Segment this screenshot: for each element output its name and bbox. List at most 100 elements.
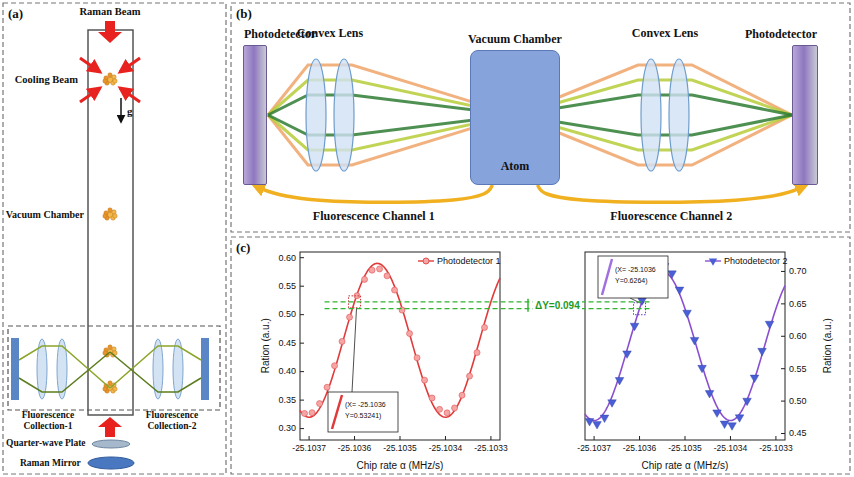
part-label: Vacuum Chamber <box>468 32 562 47</box>
line-chart-part <box>781 303 785 304</box>
inset-label: Y=0.53241) <box>345 412 381 420</box>
part-label: Convex Lens <box>297 26 363 41</box>
fluorescence-collection-box-part-part <box>110 352 201 392</box>
inset-label: (X= -25.1036 <box>345 401 386 409</box>
axis-title: Ration (a.u.) <box>260 318 272 373</box>
line-chart-part <box>399 307 405 313</box>
line-chart-part <box>585 252 785 440</box>
tick-label: 0.45 <box>789 428 807 438</box>
atom-cloud-part <box>112 75 116 79</box>
line-chart-part <box>482 324 488 330</box>
atom-cloud-part <box>103 79 107 83</box>
photodetector: Photodetector <box>243 45 267 185</box>
zoom-inset-part <box>328 392 398 432</box>
atom-cloud-part <box>113 79 117 83</box>
quarter-wave-plate-part <box>92 440 130 448</box>
line-chart-part <box>414 355 420 361</box>
zoom-inset-part <box>602 259 612 295</box>
tick-label: -25.1036 <box>338 444 372 454</box>
line-chart-part <box>781 401 785 402</box>
tick-label: 0.40 <box>278 366 296 376</box>
beam-label: Raman Beam <box>80 6 141 18</box>
tick-label: -25.1034 <box>714 444 748 454</box>
line-chart-part <box>445 436 446 440</box>
line-chart-part <box>369 267 375 273</box>
legend-symbol <box>709 259 717 266</box>
line-chart-part <box>685 436 686 440</box>
tick-label: -25.1037 <box>292 444 326 454</box>
line-chart-part <box>600 415 609 422</box>
line-chart-part <box>730 436 731 440</box>
fluorescence-collection-box-part-part <box>19 352 110 392</box>
panel-frames-part <box>231 3 850 232</box>
raman-beam-arrow-part <box>98 417 122 427</box>
line-chart-part <box>459 392 465 398</box>
beam-label: Cooling Beam <box>15 74 78 86</box>
tick-label: -25.1033 <box>474 444 508 454</box>
line-chart-part <box>467 373 473 379</box>
legend-marker <box>418 256 434 266</box>
tick-label: 0.30 <box>278 423 296 433</box>
line-chart <box>585 252 785 440</box>
channel-label: Fluorescence Channel 1 <box>313 210 435 224</box>
line-chart-part <box>765 321 774 328</box>
legend-label: Photodetector 2 <box>724 256 788 266</box>
part-label: Fluorescence Collection-2 <box>135 410 209 432</box>
legend-label: Photodetector 1 <box>437 256 501 266</box>
legend-marker <box>705 256 721 266</box>
difference-guide-part <box>325 308 650 309</box>
convex-lens-shapes-part <box>306 59 326 171</box>
tick-label: 0.45 <box>278 338 296 348</box>
chart-area <box>300 252 785 440</box>
fluorescence-collection-box-part-part <box>110 346 201 388</box>
line-chart-part <box>775 436 776 440</box>
cooling-beams <box>80 58 140 102</box>
zoom-inset <box>328 256 668 432</box>
line-chart-part <box>781 368 785 369</box>
difference-guide-part <box>527 299 529 312</box>
fluorescence-collection-box <box>8 326 220 410</box>
tick-label: -25.1033 <box>759 444 793 454</box>
line-chart-part <box>300 371 304 372</box>
legend-item: Photodetector 2 <box>705 256 788 266</box>
line-chart-part <box>735 415 744 422</box>
difference-guide <box>325 299 650 312</box>
atom-cloud-part <box>112 210 116 214</box>
convex-lens: Convex Lens <box>635 45 695 185</box>
line-chart-part <box>623 351 632 358</box>
panel-frames <box>3 3 850 474</box>
line-chart-part <box>474 350 480 356</box>
line-chart-part <box>324 384 330 390</box>
difference-guide-part <box>325 301 650 302</box>
tick-label: 0.60 <box>789 331 807 341</box>
vacuum-chamber: Vacuum ChamberAtom <box>470 50 560 185</box>
line-chart-part <box>720 421 729 428</box>
line-chart-part <box>615 378 624 385</box>
line-chart-part <box>781 271 785 272</box>
line-chart <box>300 252 500 440</box>
raman-beam-arrow <box>98 21 122 437</box>
zoom-inset-part <box>598 256 668 298</box>
convex-lens: Convex Lens <box>300 45 360 185</box>
photodetector: Photodetector <box>792 45 818 185</box>
vacuum-tube-part <box>88 30 133 415</box>
fluorescence-collection-box-part <box>8 326 220 410</box>
channel-label: Fluorescence Channel 2 <box>610 210 732 224</box>
tick-label: -25.1036 <box>623 444 657 454</box>
tick-label: 0.35 <box>278 395 296 405</box>
atom-cloud-part <box>103 214 107 218</box>
line-chart-part <box>300 400 304 401</box>
tick-label: 0.60 <box>278 253 296 263</box>
legend-item: Photodetector 1 <box>418 256 501 266</box>
line-chart-part <box>639 436 640 440</box>
tick-label: -25.1037 <box>577 444 611 454</box>
atom-cloud-part <box>113 214 117 218</box>
line-chart-part <box>758 348 767 355</box>
line-chart-part <box>300 252 500 440</box>
line-chart-part <box>437 406 443 412</box>
atom-cloud-part <box>113 387 117 391</box>
tick-label: 0.55 <box>789 364 807 374</box>
line-chart-part <box>300 343 304 344</box>
